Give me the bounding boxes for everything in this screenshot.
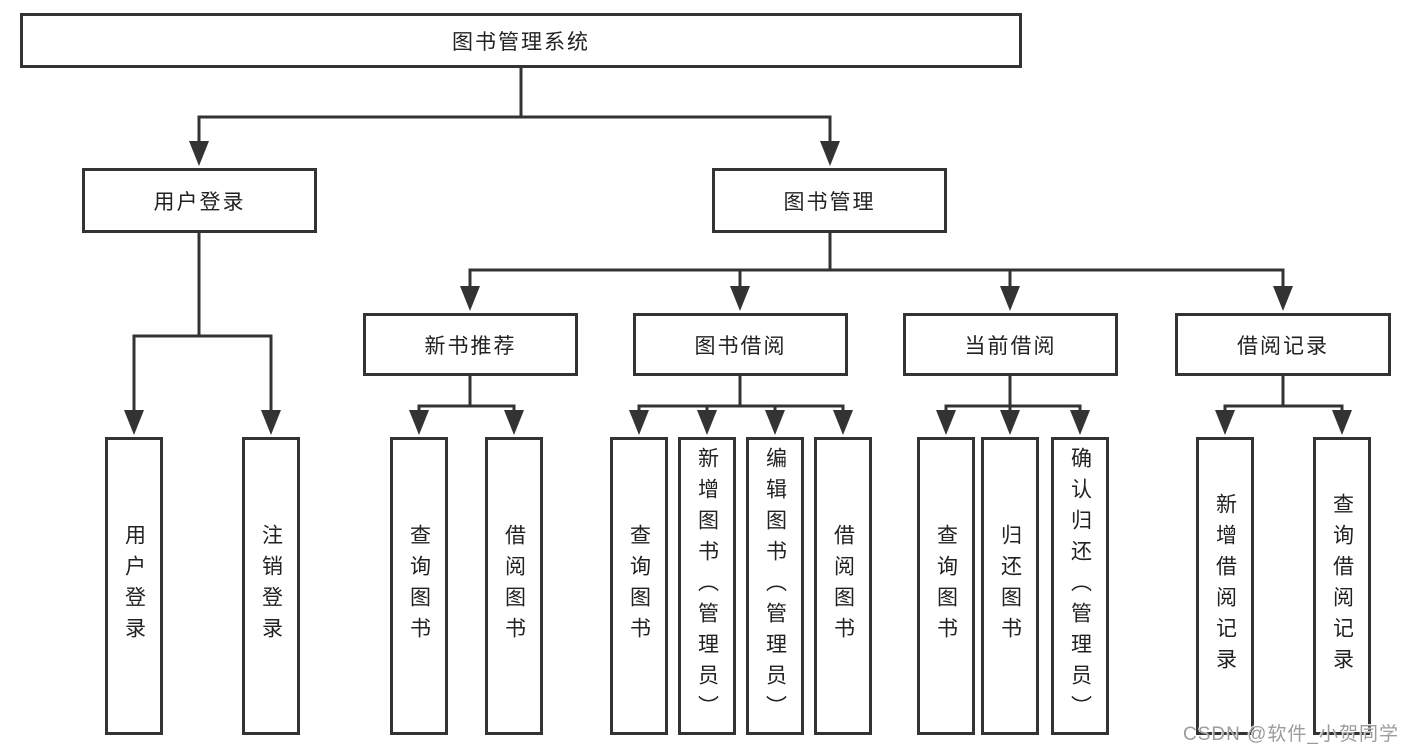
node-leaf-query-books-current: 查询图书: [917, 437, 975, 735]
node-user-login: 用户登录: [82, 168, 317, 233]
node-label: 注销登录: [259, 524, 283, 648]
node-label: 用户登录: [153, 190, 246, 214]
node-borrowing-records: 借阅记录: [1175, 313, 1391, 376]
node-leaf-logout: 注销登录: [242, 437, 300, 735]
node-leaf-edit-books-admin: 编辑图书（管理员）: [746, 437, 804, 735]
node-label: 确认归还（管理员）: [1068, 446, 1092, 726]
node-book-management: 图书管理: [712, 168, 947, 233]
node-label: 归还图书: [998, 524, 1022, 648]
node-leaf-query-borrow-record: 查询借阅记录: [1313, 437, 1371, 735]
node-new-book-recommendation: 新书推荐: [363, 313, 578, 376]
node-label: 借阅图书: [831, 524, 855, 648]
node-label: 新书推荐: [424, 334, 517, 358]
node-label: 图书借阅: [694, 334, 787, 358]
node-label: 借阅记录: [1237, 334, 1329, 358]
node-leaf-borrow-books-recommend: 借阅图书: [485, 437, 543, 735]
node-label: 查询图书: [627, 524, 651, 648]
node-book-borrowing: 图书借阅: [633, 313, 848, 376]
node-leaf-borrow-books: 借阅图书: [814, 437, 872, 735]
node-label: 查询图书: [934, 524, 958, 648]
node-label: 新增借阅记录: [1213, 493, 1237, 679]
node-leaf-query-books-recommend: 查询图书: [390, 437, 448, 735]
node-label: 当前借阅: [964, 334, 1057, 358]
node-label: 借阅图书: [502, 524, 526, 648]
node-label: 用户登录: [122, 524, 146, 648]
node-leaf-return-books: 归还图书: [981, 437, 1039, 735]
node-leaf-add-borrow-record: 新增借阅记录: [1196, 437, 1254, 735]
node-leaf-query-books-borrowing: 查询图书: [610, 437, 668, 735]
node-label: 新增图书（管理员）: [695, 446, 719, 726]
node-label: 图书管理: [783, 190, 876, 214]
node-label: 查询借阅记录: [1330, 493, 1354, 679]
node-label: 图书管理系统: [452, 30, 590, 54]
node-current-borrowing: 当前借阅: [903, 313, 1118, 376]
node-label: 查询图书: [407, 524, 431, 648]
node-library-management-system: 图书管理系统: [20, 13, 1022, 68]
node-leaf-user-login: 用户登录: [105, 437, 163, 735]
node-leaf-confirm-return-admin: 确认归还（管理员）: [1051, 437, 1109, 735]
node-leaf-add-books-admin: 新增图书（管理员）: [678, 437, 736, 735]
csdn-watermark: CSDN @软件_小贺同学: [1183, 724, 1399, 745]
node-label: 编辑图书（管理员）: [763, 446, 787, 726]
